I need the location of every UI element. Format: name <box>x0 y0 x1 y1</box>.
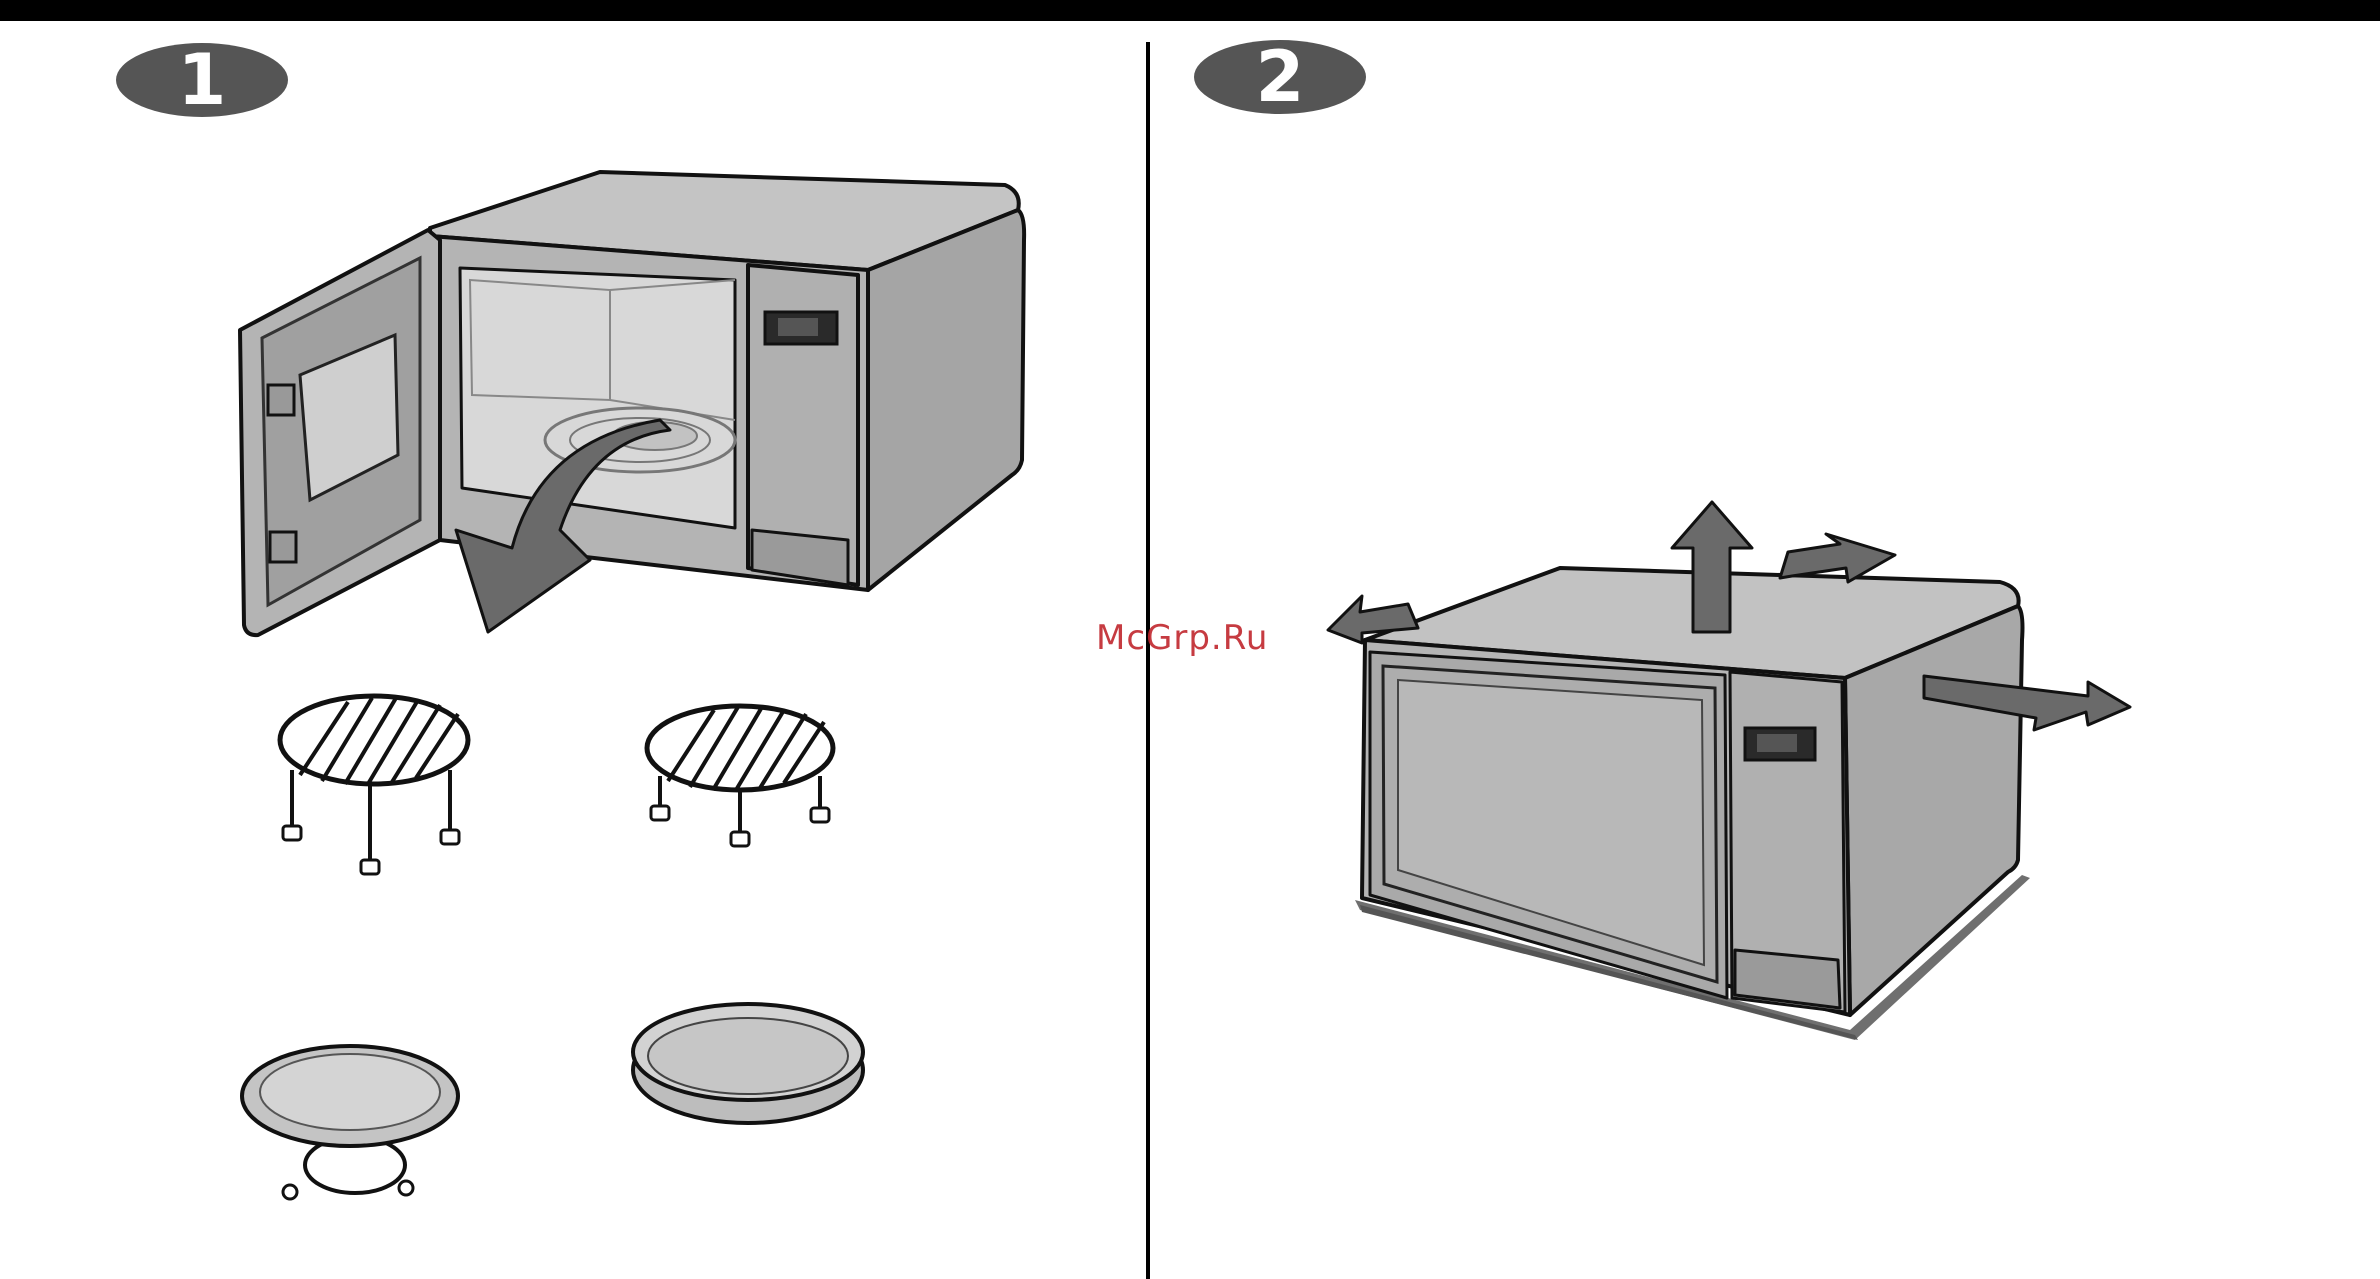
high-rack <box>280 696 468 874</box>
watermark: McGrp.Ru <box>1096 618 1268 658</box>
step-1-number: 1 <box>178 39 227 121</box>
turntable-with-roller-ring <box>242 1046 458 1199</box>
closed-microwave <box>1328 502 2130 1040</box>
open-microwave <box>240 172 1024 635</box>
step-2-number: 2 <box>1256 36 1305 118</box>
arrow-back-icon <box>1780 534 1895 582</box>
step-2-badge: 2 <box>1194 36 1366 118</box>
step-1-badge: 1 <box>116 39 288 121</box>
top-bar <box>0 0 2380 21</box>
low-rack <box>647 706 833 846</box>
baking-tray <box>633 1004 863 1123</box>
